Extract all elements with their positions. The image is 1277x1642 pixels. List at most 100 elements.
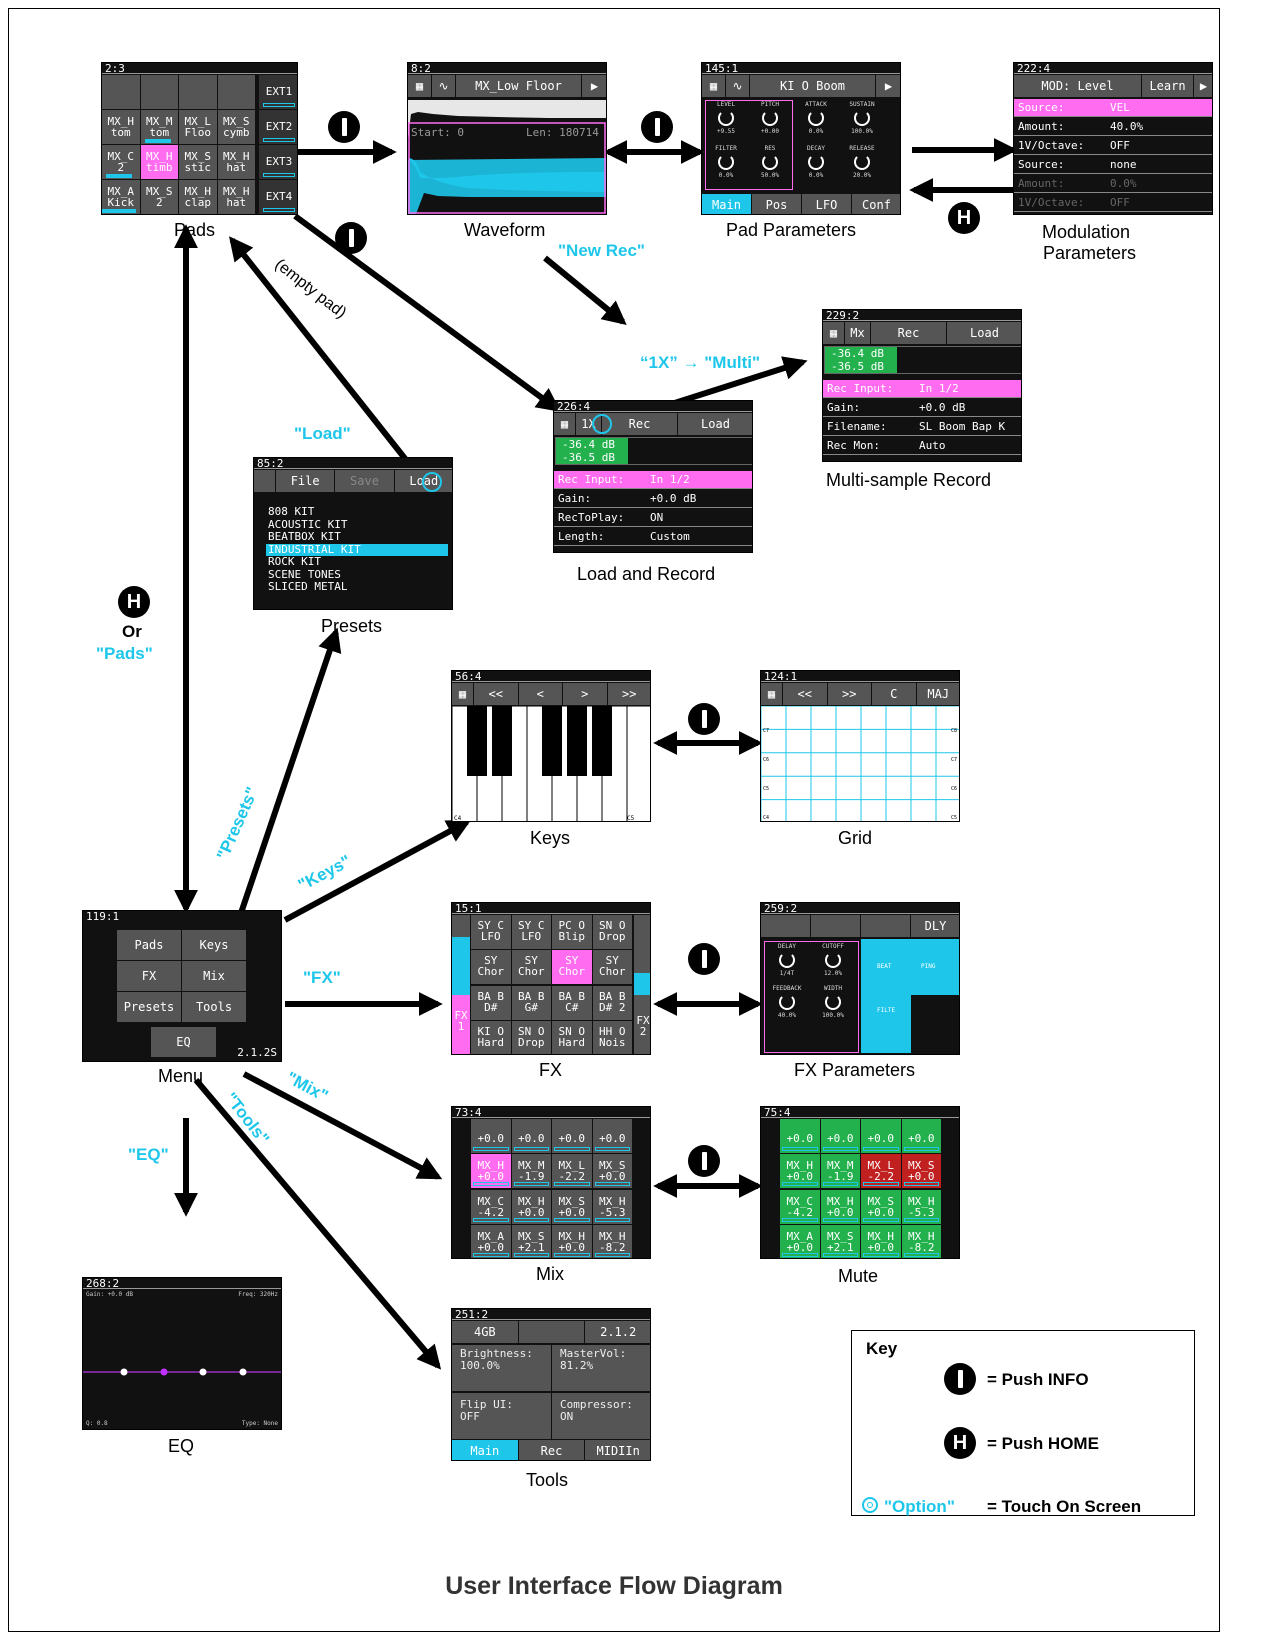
mix-channel[interactable]: MX_S +0.0 [592,1154,632,1189]
mix-channel[interactable]: +0.0 [861,1119,901,1153]
grid-icon[interactable]: ▦ [761,683,783,705]
fx-slot[interactable]: SN O Drop [511,1020,551,1054]
fx-slot[interactable]: SY Chor [552,950,592,985]
pad-cell[interactable]: MX_H clap [179,180,217,214]
fx-slot[interactable]: BA B C# [552,985,592,1020]
pad-cell[interactable]: MX_H hat [217,145,255,179]
param-row[interactable]: Source:none [1014,156,1212,174]
menu-pads-button[interactable]: Pads [117,930,181,960]
mod-title[interactable]: MOD: Level [1014,75,1142,97]
mix-channel[interactable]: +0.0 [511,1119,551,1153]
tab-save[interactable]: Save [335,470,395,492]
fx-slot[interactable]: SN O Drop [592,915,632,949]
black-key[interactable] [542,706,562,776]
grid-icon[interactable]: ▦ [554,413,576,435]
pad-cell[interactable]: MX_H tom [102,110,140,144]
param-row[interactable]: Rec Mon:Auto [823,437,1021,455]
menu-eq-button[interactable]: EQ [151,1027,216,1057]
menu-mix-button[interactable]: Mix [182,961,246,991]
eq-band-2[interactable] [160,1368,168,1376]
mix-channel[interactable]: MX_A +0.0 [780,1224,820,1258]
param-row[interactable]: Rec Input:In 1/2 [554,471,752,489]
menu-keys-button[interactable]: Keys [182,930,246,960]
mix-channel[interactable]: +0.0 [820,1119,860,1153]
param-knob[interactable]: PITCH+0.00 [750,101,790,135]
nav-button[interactable]: < [519,683,563,705]
param-row[interactable]: Filename:SL Boom Bap K [823,418,1021,436]
black-key[interactable] [492,706,512,776]
grid-icon[interactable]: ▦ [702,75,726,97]
param-row[interactable]: Amount:0.0% [1014,175,1212,193]
preset-item[interactable]: INDUSTRIAL KIT [266,543,448,556]
mix-channel[interactable]: MX_H -8.2 [901,1224,941,1258]
menu-presets-button[interactable]: Presets [117,992,181,1022]
nav-button[interactable]: > [563,683,608,705]
wave-icon[interactable]: ∿ [726,75,750,97]
mix-channel[interactable]: MX_H -8.2 [592,1224,632,1258]
pad-cell[interactable]: MX_H timb [140,145,178,179]
tab-conf[interactable]: Conf [852,194,900,214]
fx-slot[interactable]: PC O Blip [552,915,592,949]
mix-channel[interactable]: MX_H +0.0 [820,1189,860,1224]
grid-nav-button[interactable]: MAJ [917,683,960,705]
grid-icon[interactable]: ▦ [452,683,474,705]
pad-cell[interactable] [217,75,255,109]
learn-button[interactable]: Learn [1142,75,1194,97]
mix-channel[interactable]: +0.0 [552,1119,592,1153]
pad-cell[interactable]: MX_L Floo [179,110,217,144]
tab-midiin[interactable]: MIDIIn [585,1440,650,1460]
eq-curve[interactable] [83,1290,282,1420]
param-row[interactable]: Amount:40.0% [1014,118,1212,136]
preset-item[interactable]: 808 KIT [268,505,315,518]
mix-channel[interactable]: MX_S +0.0 [552,1189,592,1224]
param-row[interactable]: Source:VEL [1014,99,1212,117]
mix-channel[interactable]: MX_S +2.1 [511,1224,551,1258]
mix-channel[interactable]: MX_M -1.9 [511,1154,551,1189]
tab-mx[interactable]: Mx [845,322,871,344]
nav-button[interactable]: << [474,683,519,705]
tab-main[interactable]: Main [702,194,752,214]
param-row[interactable]: Length:Custom [554,528,752,546]
mix-channel[interactable]: MX_H -5.3 [901,1189,941,1224]
black-key[interactable] [467,706,487,776]
mix-channel[interactable]: +0.0 [780,1119,820,1153]
ext-button[interactable]: EXT4 [259,180,297,214]
pad-cell[interactable] [179,75,217,109]
mix-channel[interactable]: MX_H -5.3 [592,1189,632,1224]
param-row[interactable]: 1V/Octave:OFF [1014,137,1212,155]
mastervol-cell[interactable]: MasterVol: 81.2% [552,1345,650,1391]
grid-icon[interactable]: ▦ [823,322,845,344]
play-icon[interactable]: ▶ [1194,75,1212,97]
tab-main[interactable]: Main [452,1440,519,1460]
play-icon[interactable]: ▶ [582,75,606,97]
fx2-label[interactable]: FX 2 [636,1014,650,1038]
pad-cell[interactable] [102,75,140,109]
pad-cell[interactable]: MX_S stic [179,145,217,179]
fx-slot[interactable]: BA B D# [471,985,511,1020]
fx-slot[interactable]: SY Chor [511,950,551,985]
tab-rec[interactable]: Rec [519,1440,586,1460]
preset-item[interactable]: ACOUSTIC KIT [268,517,348,531]
fx-slot[interactable]: KI O Hard [471,1020,511,1054]
ext-button[interactable]: EXT3 [259,145,297,179]
play-icon[interactable]: ▶ [876,75,900,97]
eq-band-1[interactable] [120,1368,128,1376]
fx-slot[interactable]: BA B D# 2 [592,985,632,1020]
brightness-cell[interactable]: Brightness: 100.0% [452,1345,552,1391]
preset-item[interactable]: ROCK KIT [268,555,321,568]
tab-lfo[interactable]: LFO [802,194,852,214]
tab-load[interactable]: Load [947,322,1021,344]
dly-tab[interactable]: DLY [911,915,959,937]
param-row[interactable]: Gain:+0.0 dB [554,490,752,508]
pad-cell[interactable]: MX_C 2 [102,145,140,179]
fx-xy-pad[interactable] [861,939,959,995]
menu-tools-button[interactable]: Tools [182,992,246,1022]
preset-item[interactable]: BEATBOX KIT [268,530,341,543]
